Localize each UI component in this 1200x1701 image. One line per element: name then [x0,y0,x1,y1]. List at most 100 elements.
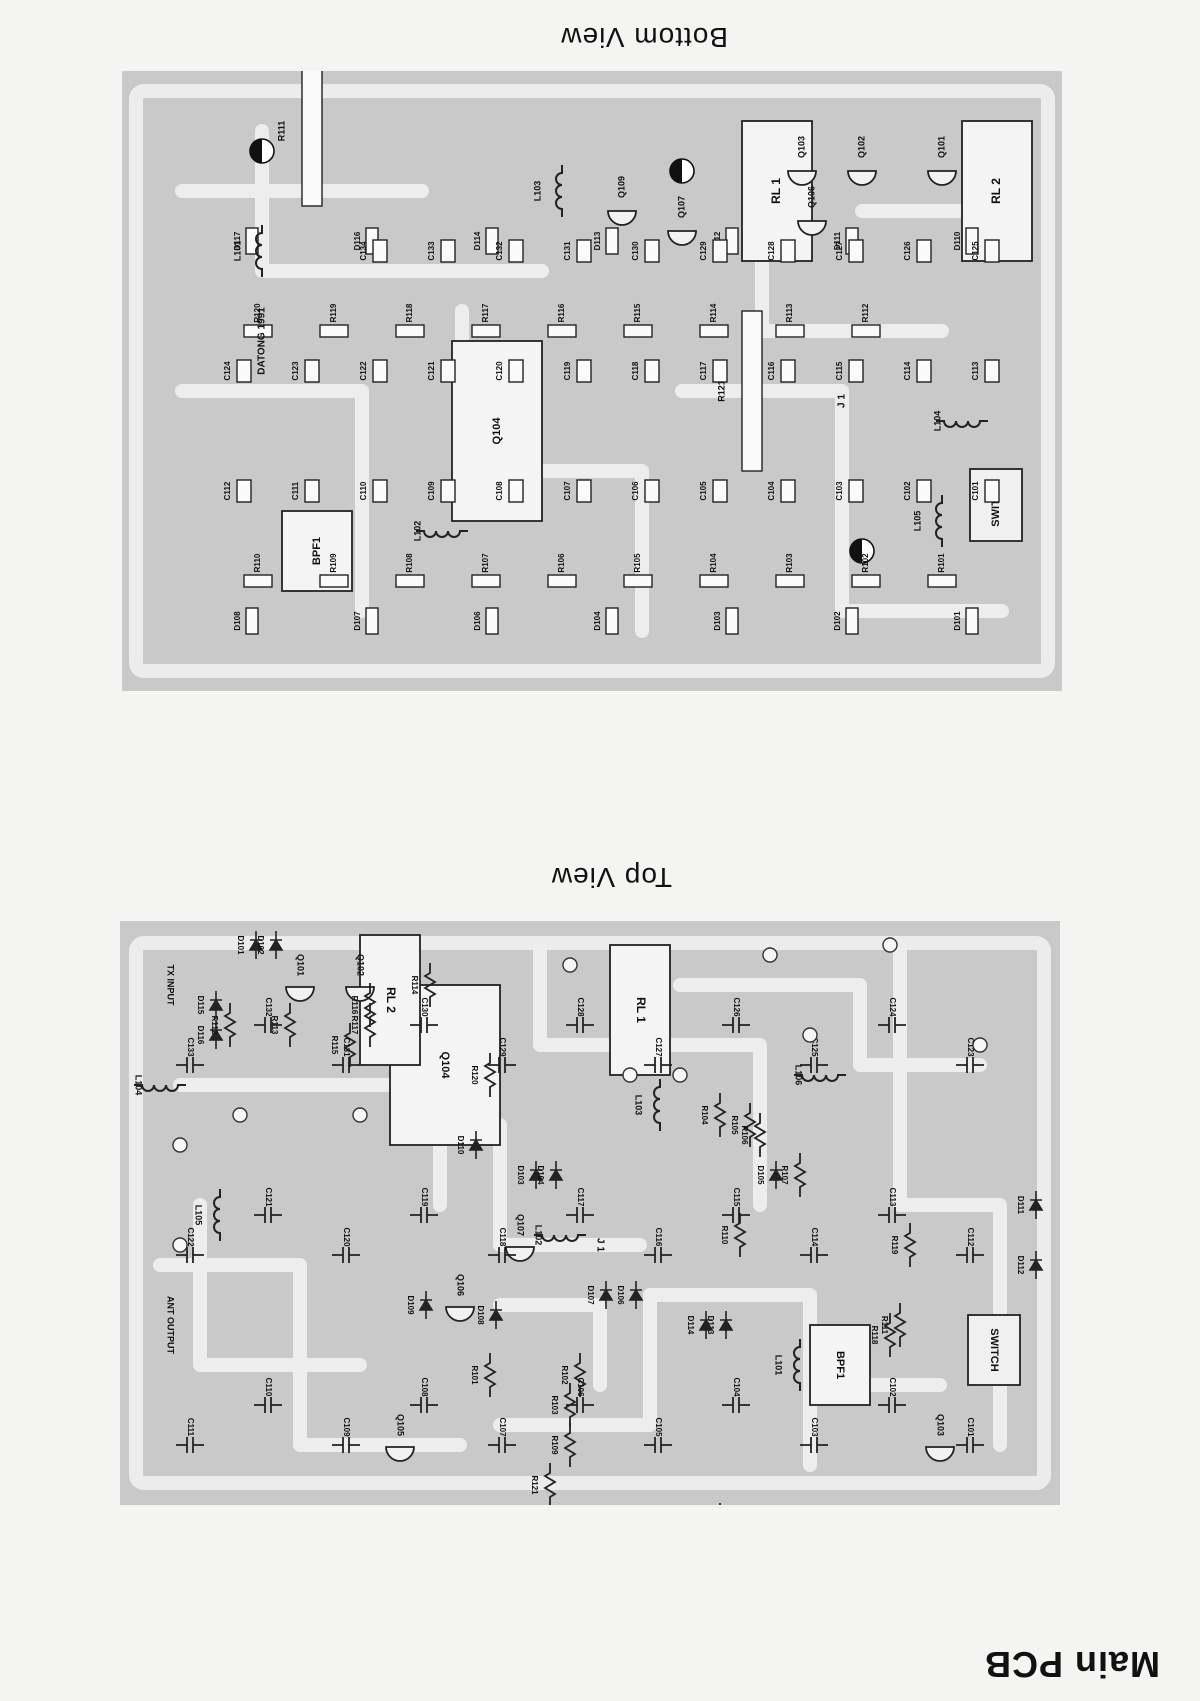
component-label: D102 [256,935,265,955]
capacitor-symbol [176,1437,204,1453]
solder-pad [802,1027,818,1043]
component-label: C130 [420,997,429,1017]
component-label: D117 [233,231,242,250]
component-label: C105 [699,481,708,501]
component-label: R114 [709,303,718,322]
component-label: D116 [196,1026,205,1045]
capacitor-symbol [332,1057,360,1073]
ground-ring [129,936,1051,1490]
component-label: C132 [495,241,504,261]
component-label: RL 1 [769,178,783,204]
component-label: R112 [210,1016,219,1035]
component-label: R105 [633,553,642,573]
component-label: Q103 [936,1414,946,1436]
smd-part [245,227,259,255]
component-label: Q102 [356,954,366,976]
component-label: C119 [563,361,572,380]
solder-pad [622,1067,638,1083]
resistor-symbol [733,1213,747,1257]
component-label: J 1 [837,394,848,408]
component-label: C110 [359,481,368,500]
inductor-symbol [936,420,988,428]
component-label: C127 [654,1037,663,1057]
component-label: Q101 [296,954,306,976]
component-label: SWITCH [988,1328,1000,1371]
component-label: D104 [593,611,602,631]
resistor-symbol [543,1463,557,1505]
diode-symbol [248,931,264,959]
component-label: C124 [223,361,232,381]
component-label: C126 [732,997,741,1017]
component-label: D107 [353,611,362,631]
component-label: R119 [890,1236,899,1255]
smd-part [508,359,524,383]
smd-part [395,324,425,338]
component-label: L105 [194,1205,204,1226]
capacitor-symbol [254,1397,282,1413]
smd-part [623,574,653,588]
component-label: C121 [427,361,436,381]
capacitor-symbol [800,1437,828,1453]
diode-symbol [548,1161,564,1189]
component-label: R102 [861,553,870,573]
capacitor-symbol [722,1397,750,1413]
component-label: R121 [530,1475,539,1495]
transistor-outline [667,230,697,246]
inductor-symbol [534,1234,586,1242]
smd-part [319,324,349,338]
resistor-symbol [893,1303,907,1347]
top-view-caption: Top View [550,862,672,893]
smd-part [916,239,932,263]
capacitor-symbol [410,1397,438,1413]
bottom-view-caption: Bottom View [560,22,728,53]
component-label: C109 [427,481,436,501]
component-label: D103 [516,1165,525,1185]
ground-ring [129,84,1055,678]
inductor-symbol [134,1084,186,1092]
smd-part [372,359,388,383]
electrolytic-half [670,159,682,183]
component-label: R113 [785,303,794,322]
smd-part [780,359,796,383]
component-label: C120 [495,361,504,381]
smd-part [848,479,864,503]
component-label: C131 [563,241,572,261]
component-label: TX INPUT [166,964,176,1006]
component-label: D109 [406,1295,415,1315]
component-label: C107 [563,481,572,501]
component-label: R119 [329,303,338,322]
smd-part [775,574,805,588]
smd-part [508,239,524,263]
component-label: R111 [276,121,286,142]
component-label: Q107 [676,196,686,218]
resistor-symbol [713,1093,727,1137]
component-label: RL 2 [989,178,1003,204]
component-label: C125 [971,241,980,261]
document-title: Main PCB [983,1644,1160,1685]
solder-pad [172,1237,188,1253]
component-label: R104 [709,553,718,573]
smd-part [605,607,619,635]
component-label: D110 [953,231,962,250]
smd-part [725,607,739,635]
smd-part [712,479,728,503]
component-label: D103 [713,611,722,631]
resistor-symbol [343,1023,357,1067]
component-label: D108 [476,1305,485,1325]
component-label: R120 [470,1065,479,1085]
component-label: Q101 [936,136,946,158]
capacitor-symbol [956,1437,984,1453]
transistor-outline [285,986,315,1002]
smd-part [712,239,728,263]
transistor-outline [385,1446,415,1462]
component-label: D111 [1016,1196,1025,1215]
smd-part [243,324,273,338]
component-label: R103 [785,553,794,573]
smd-part [984,479,1000,503]
smd-part [780,239,796,263]
component-label: C113 [888,1188,897,1207]
smd-part [848,239,864,263]
capacitor-symbol [800,1057,828,1073]
component-label: R105 [730,1115,739,1135]
